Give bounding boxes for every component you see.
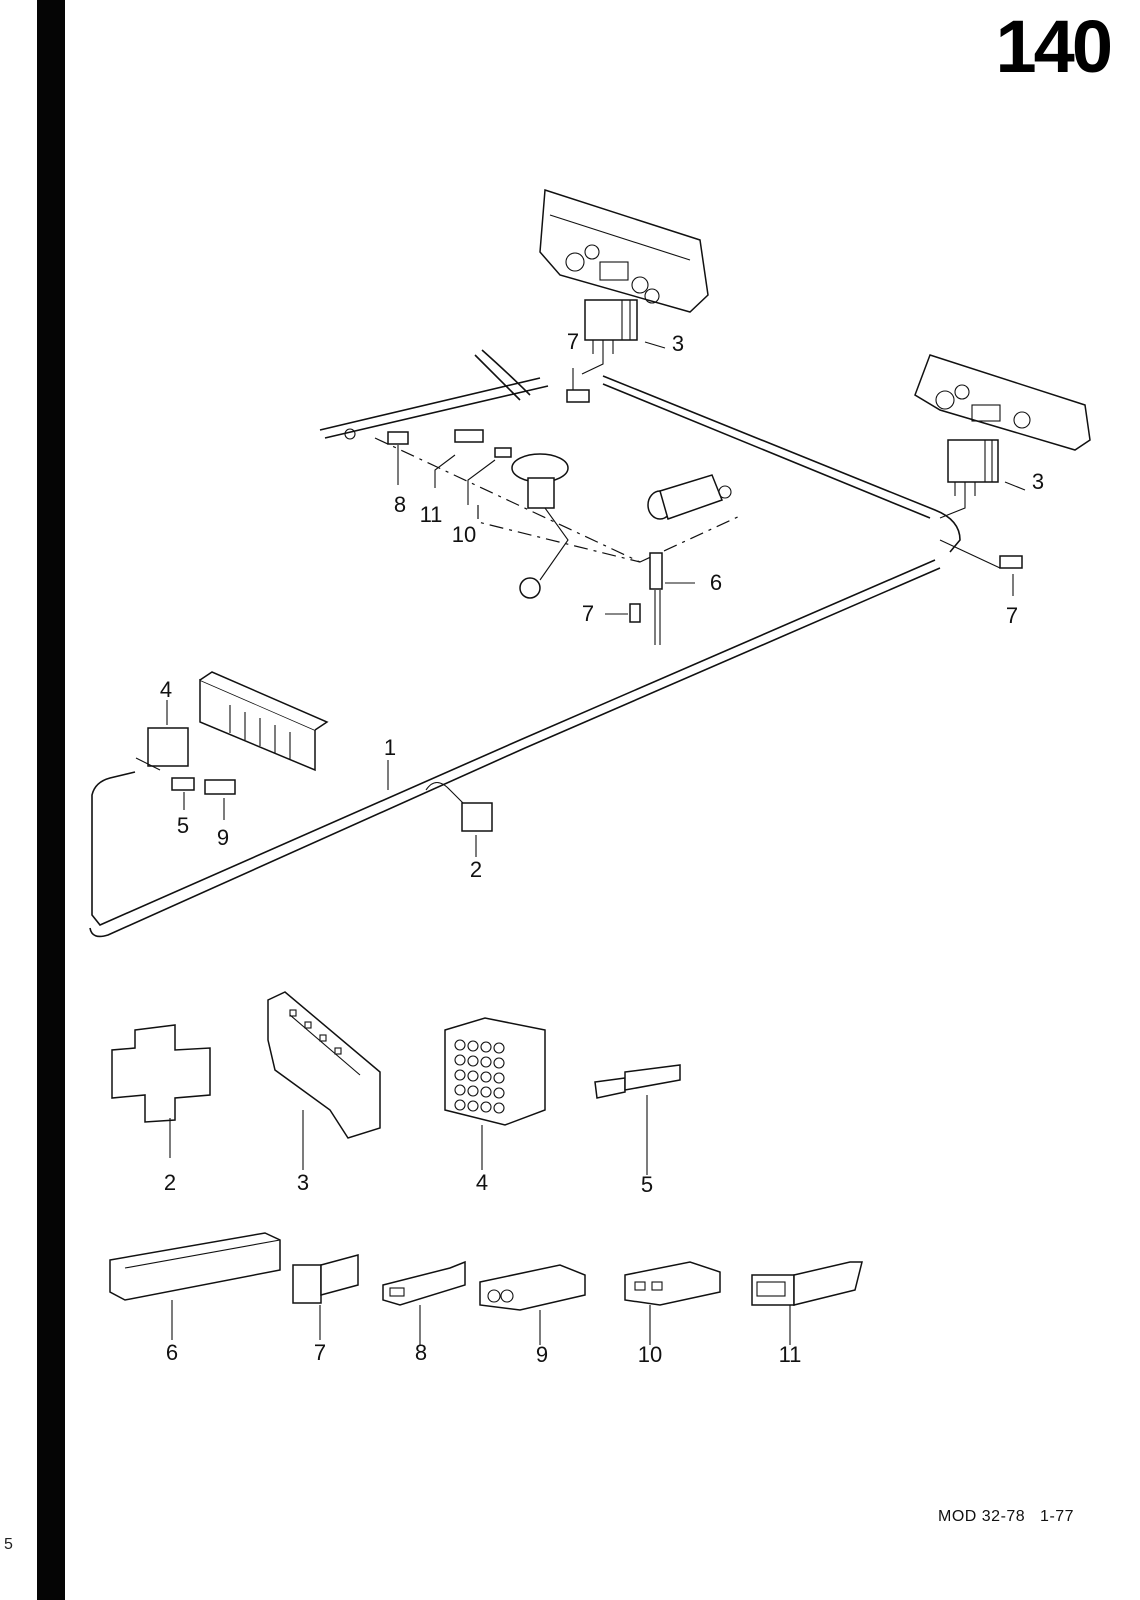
part-label: 8 <box>414 1340 428 1365</box>
part-label: 5 <box>640 1172 654 1197</box>
leader-lines <box>166 341 1026 857</box>
callout-4: 4 <box>159 677 173 702</box>
part-label: 6 <box>165 1340 179 1365</box>
part-twin-flat-housing <box>624 1261 721 1345</box>
relay-panel <box>199 671 329 772</box>
callout-6: 6 <box>709 570 723 595</box>
wiring-harness <box>89 349 1001 938</box>
revision-date: 1-77 <box>1040 1508 1075 1525</box>
callout-5: 5 <box>176 813 190 838</box>
callout-1: 1 <box>383 735 397 760</box>
callout-3: 3 <box>671 331 685 356</box>
part-twin-round-pin-plug <box>479 1264 586 1345</box>
callout-8: 8 <box>393 492 407 517</box>
footer-code: MOD 32-78 1-77 <box>938 1508 1074 1526</box>
callout-11: 11 <box>419 502 443 527</box>
fuel-sender-unit <box>511 453 569 599</box>
lamp-connector-right <box>939 439 999 519</box>
tail-lamp-cluster-right <box>914 354 1091 451</box>
harness-plug <box>461 802 493 832</box>
relay <box>135 727 189 771</box>
part-spade-housing <box>594 1064 681 1175</box>
edge-mark: 5 <box>4 1536 13 1553</box>
part-single-housing <box>292 1254 359 1340</box>
callout-7: 7 <box>581 601 595 626</box>
page-number: 140 <box>995 5 1113 88</box>
part-multi-pin-plug-with-boot <box>751 1261 863 1345</box>
callout-7: 7 <box>566 329 580 354</box>
part-insulating-sleeve <box>109 1232 281 1340</box>
tail-lamp-cluster-left <box>539 188 709 313</box>
model-code: MOD 32-78 <box>938 1508 1026 1525</box>
part-relay-plate <box>111 1024 211 1158</box>
part-flat-housing <box>382 1260 466 1345</box>
pump-motor <box>647 474 732 520</box>
callout-7: 7 <box>1005 603 1019 628</box>
relay-plugs <box>171 777 236 795</box>
part-20-pin-connector <box>444 1017 546 1170</box>
assembly-outline <box>477 505 641 563</box>
part-label: 3 <box>296 1170 310 1195</box>
binding-edge <box>37 0 65 1600</box>
pin-grid <box>454 1039 505 1114</box>
part-label: 9 <box>535 1342 549 1367</box>
callout-10: 10 <box>451 522 477 547</box>
part-label: 11 <box>778 1342 802 1367</box>
lamp-connector-left <box>581 299 638 375</box>
part-label: 4 <box>475 1170 489 1195</box>
harness-connectors <box>344 389 1023 623</box>
callout-3: 3 <box>1031 469 1045 494</box>
part-label: 10 <box>637 1342 663 1367</box>
callout-9: 9 <box>216 825 230 850</box>
part-label: 7 <box>313 1340 327 1365</box>
part-label: 2 <box>163 1170 177 1195</box>
callout-2: 2 <box>469 857 483 882</box>
part-multi-pin-housing <box>267 991 381 1170</box>
